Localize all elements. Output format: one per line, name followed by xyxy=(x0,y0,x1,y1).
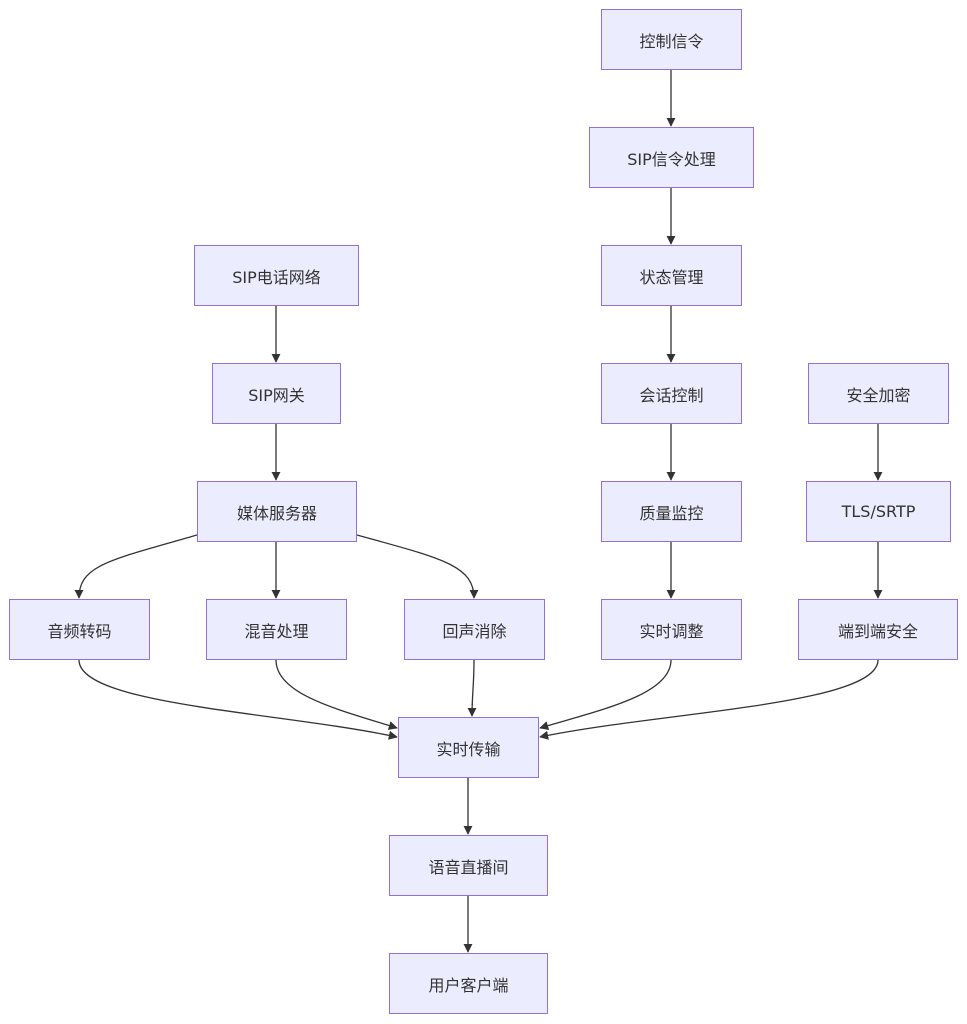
edge-transcode-to-rt xyxy=(78,659,398,740)
node-label: 安全加密 xyxy=(846,385,911,405)
node-label: 状态管理 xyxy=(639,267,704,287)
edge-e2e-to-rt xyxy=(539,659,879,740)
edge-media-to-echo xyxy=(356,534,479,599)
node-media: 媒体服务器 xyxy=(197,481,357,542)
node-label: SIP电话网络 xyxy=(232,267,321,287)
node-label: 混音处理 xyxy=(244,621,309,641)
node-echo: 回声消除 xyxy=(404,599,545,660)
node-sipsig: SIP信令处理 xyxy=(589,127,754,188)
node-tls: TLS/SRTP xyxy=(806,481,951,542)
node-quality: 质量监控 xyxy=(601,481,742,542)
node-label: 实时传输 xyxy=(436,739,501,759)
node-session: 会话控制 xyxy=(601,363,742,424)
node-gateway: SIP网关 xyxy=(212,363,341,424)
node-transcode: 音频转码 xyxy=(9,599,150,660)
node-label: 端到端安全 xyxy=(837,621,918,641)
node-security: 安全加密 xyxy=(808,363,949,424)
node-rt: 实时传输 xyxy=(398,717,539,778)
node-mix: 混音处理 xyxy=(206,599,347,660)
node-label: 音频转码 xyxy=(47,621,112,641)
edge-echo-to-rt xyxy=(467,659,477,717)
node-label: SIP网关 xyxy=(248,385,305,405)
node-label: 实时调整 xyxy=(639,621,704,641)
node-label: 媒体服务器 xyxy=(236,503,317,523)
node-label: 控制信令 xyxy=(639,31,704,51)
node-label: 质量监控 xyxy=(639,503,704,523)
edge-adjust-to-rt xyxy=(539,659,672,731)
node-e2e: 端到端安全 xyxy=(798,599,958,660)
node-client: 用户客户端 xyxy=(389,953,548,1014)
node-label: 语音直播间 xyxy=(428,857,509,877)
node-ctrl: 控制信令 xyxy=(601,9,742,70)
edge-media-to-transcode xyxy=(74,534,198,599)
node-label: 回声消除 xyxy=(442,621,507,641)
node-label: TLS/SRTP xyxy=(841,502,916,521)
node-state: 状态管理 xyxy=(601,245,742,306)
node-phone: SIP电话网络 xyxy=(194,245,359,306)
node-room: 语音直播间 xyxy=(389,835,548,896)
node-label: 会话控制 xyxy=(639,385,704,405)
edge-mix-to-rt xyxy=(275,659,398,730)
node-label: 用户客户端 xyxy=(428,975,509,995)
node-label: SIP信令处理 xyxy=(627,149,716,169)
node-adjust: 实时调整 xyxy=(601,599,742,660)
